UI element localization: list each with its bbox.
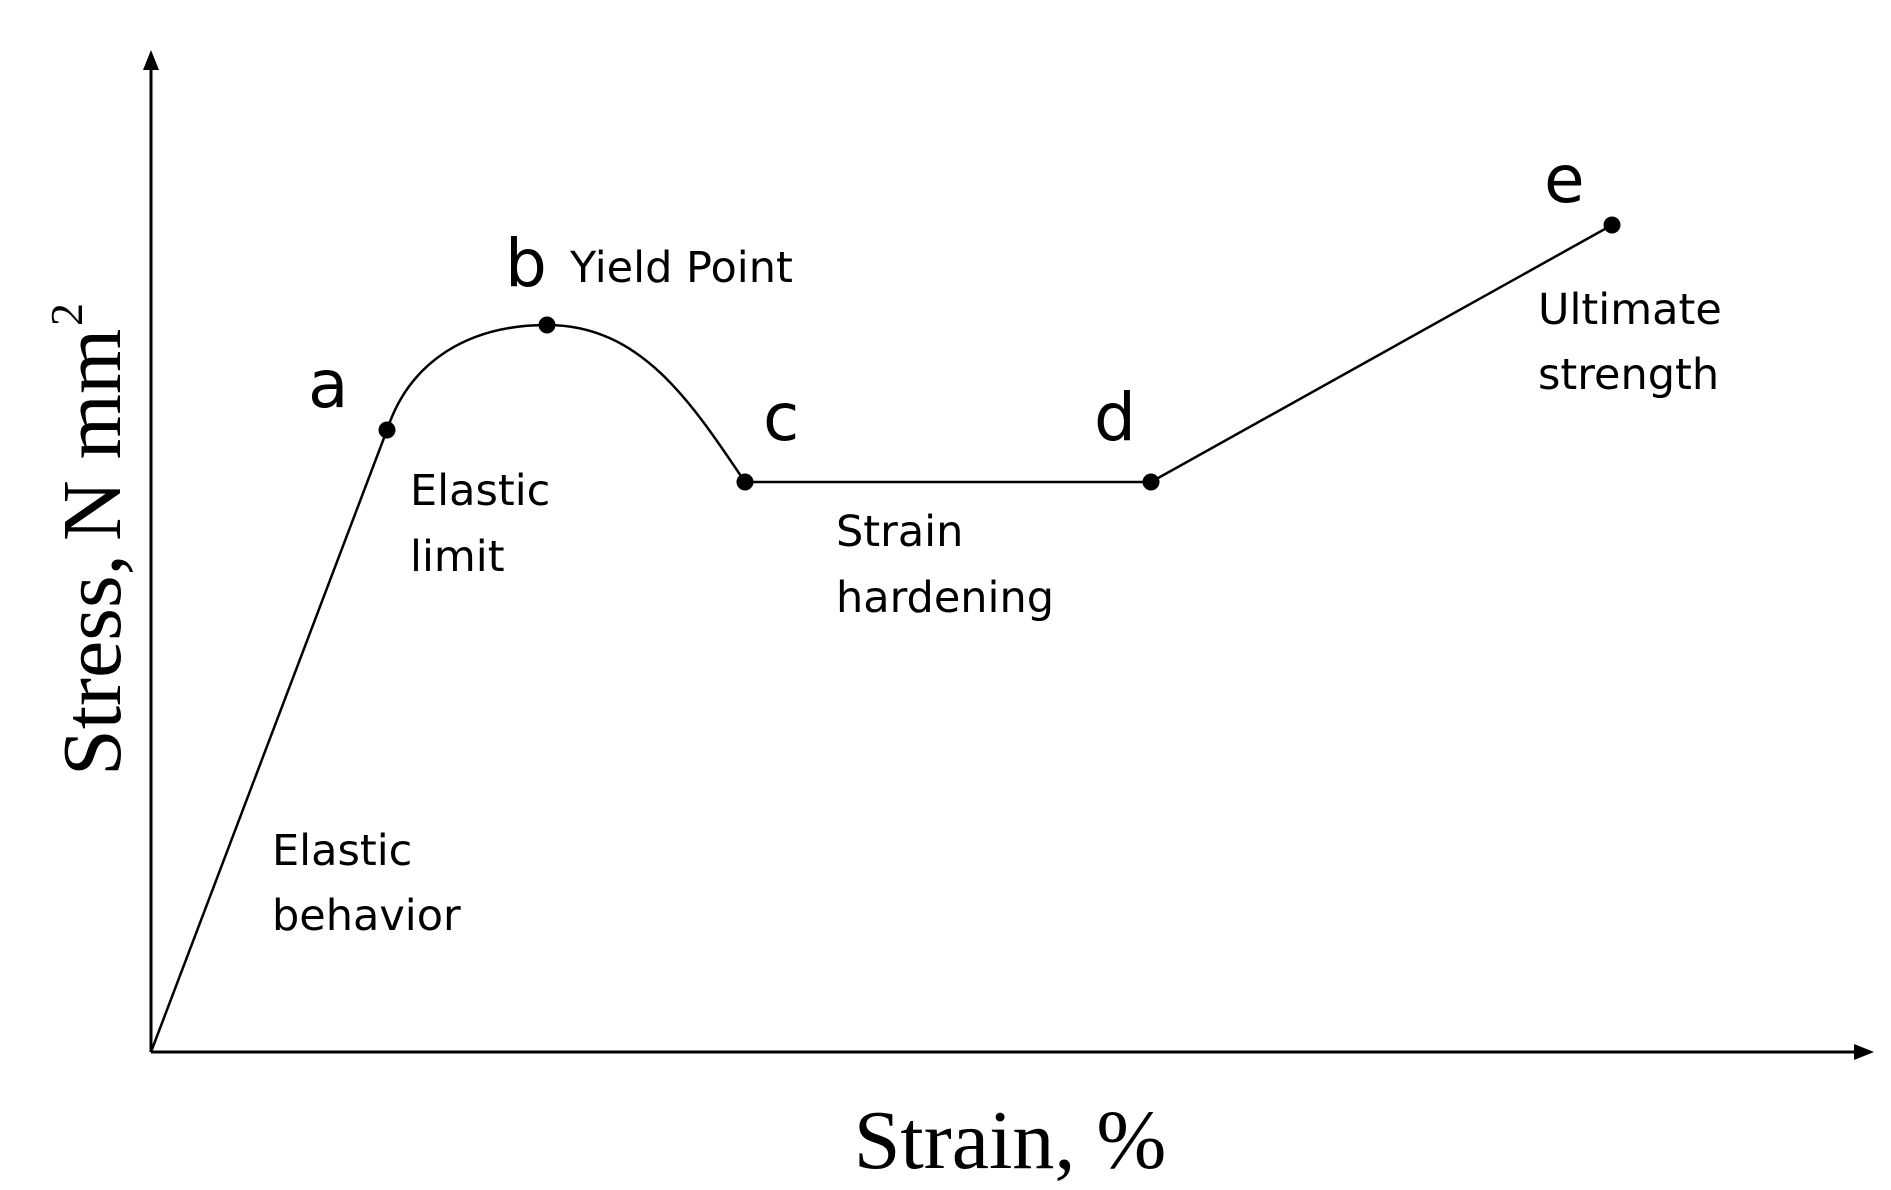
elastic-limit-note-line-2: limit (410, 532, 505, 582)
strain-hardening-note-line-1: Strain (836, 507, 963, 557)
elastic-segment (149, 429, 389, 1053)
elastic-behavior-note-line-1: Elastic (272, 826, 412, 876)
point-e-dot (1603, 216, 1621, 234)
x-axis-arrowhead (1854, 1044, 1874, 1060)
yield-point-note: Yield Point (569, 243, 793, 293)
point-e-letter: e (1544, 141, 1585, 218)
point-d-letter: d (1094, 379, 1136, 456)
strain-hardening-note-line-2: hardening (836, 573, 1054, 623)
y-axis-title-main: Stress, (46, 554, 139, 776)
point-c-letter: c (763, 379, 799, 456)
y-axis-arrowhead (143, 50, 159, 70)
hardening-segment (1150, 223, 1613, 484)
ultimate-strength-note-line-2: strength (1538, 350, 1719, 400)
point-c-dot (736, 473, 754, 491)
y-axis-title-unit: N mm (46, 329, 139, 541)
point-b-letter: b (505, 225, 547, 302)
point-b-dot (538, 316, 556, 334)
point-d-dot (1142, 473, 1160, 491)
elastic-behavior-note-line-2: behavior (272, 891, 461, 941)
x-axis-title: Strain, % (854, 1094, 1167, 1187)
point-a-dot (378, 421, 396, 439)
elastic-limit-note-line-1: Elastic (410, 466, 550, 516)
ultimate-strength-note-line-1: Ultimate (1538, 285, 1722, 335)
y-axis-title: Stress, N mm 2 (41, 303, 139, 776)
yield-curve (385, 323, 747, 483)
point-a-letter: a (308, 346, 348, 423)
y-axis-title-superscript: 2 (41, 303, 92, 326)
